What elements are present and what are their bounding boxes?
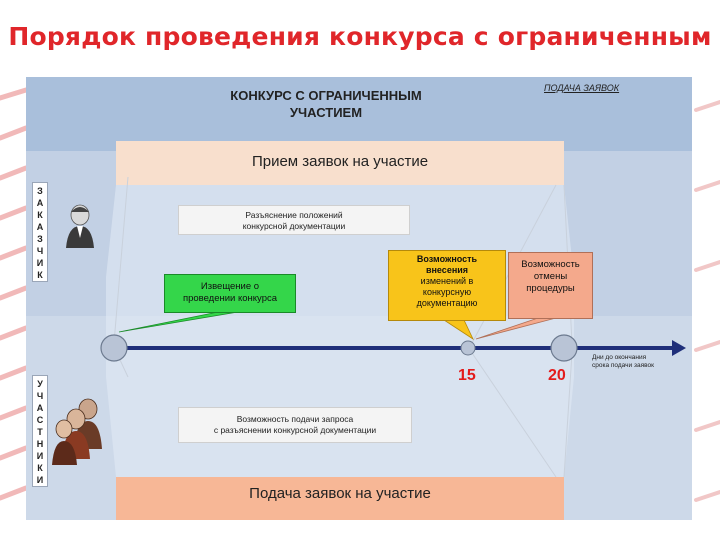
lane-letter: А <box>33 402 47 414</box>
clarification-line-2: конкурсной документации <box>179 221 409 232</box>
timeline-end-line-2: срока подачи заявок <box>592 362 682 370</box>
changes-line-2: внесения <box>389 265 505 276</box>
timeline-node-20 <box>551 335 577 361</box>
cancel-line-2: отмены <box>509 271 592 283</box>
slide-title: Порядок проведения конкурса с ограниченн… <box>0 22 720 51</box>
deadline-marker-20: 20 <box>548 367 566 385</box>
clarification-line-1: Разъяснение положений <box>179 210 409 221</box>
lane-letter: З <box>33 185 47 197</box>
documentation-changes-box: Возможность внесения изменений в конкурс… <box>388 250 506 321</box>
lane-letter: А <box>33 197 47 209</box>
lane-letter: Н <box>33 438 47 450</box>
request-line-2: с разъяснении конкурсной документации <box>179 425 411 436</box>
customer-lane-label: З А К А З Ч И К <box>32 182 48 282</box>
contest-title: КОНКУРС С ОГРАНИЧЕННЫМ УЧАСТИЕМ <box>176 87 476 121</box>
contest-title-line-2: УЧАСТИЕМ <box>176 104 476 121</box>
cancel-procedure-box: Возможность отмены процедуры <box>508 252 593 319</box>
notice-line-2: проведении конкурса <box>165 293 295 305</box>
lane-letter: С <box>33 414 47 426</box>
right-decoration <box>692 80 720 520</box>
application-submission-label: ПОДАЧА ЗАЯВОК <box>544 83 619 93</box>
changes-line-5: документацию <box>389 298 505 309</box>
timeline-end-label: Дни до окончания срока подачи заявок <box>592 354 682 370</box>
request-line-1: Возможность подачи запроса <box>179 414 411 425</box>
changes-line-1: Возможность <box>389 254 505 265</box>
contest-title-line-1: КОНКУРС С ОГРАНИЧЕННЫМ <box>176 87 476 104</box>
lane-letter: У <box>33 378 47 390</box>
timeline-node-15 <box>461 341 475 355</box>
changes-line-4: конкурсную <box>389 287 505 298</box>
lane-letter: И <box>33 474 47 486</box>
lane-letter: К <box>33 462 47 474</box>
submission-phase-label: Подача заявок на участие <box>116 477 564 502</box>
participants-avatar <box>52 399 102 465</box>
lane-letter: Ч <box>33 390 47 402</box>
deadline-marker-15: 15 <box>458 367 476 385</box>
submission-phase-bar: Подача заявок на участие <box>116 477 564 520</box>
cancel-line-1: Возможность <box>509 259 592 271</box>
changes-line-3: изменений в <box>389 276 505 287</box>
lane-letter: К <box>33 209 47 221</box>
lane-letter: И <box>33 450 47 462</box>
cancel-line-3: процедуры <box>509 283 592 295</box>
clarification-box: Разъяснение положений конкурсной докумен… <box>178 205 410 235</box>
timeline-start-node <box>101 335 127 361</box>
participants-lane-label: У Ч А С Т Н И К И <box>32 375 48 487</box>
lane-letter: И <box>33 257 47 269</box>
lane-letter: Т <box>33 426 47 438</box>
contest-notice-box: Извещение о проведении конкурса <box>164 274 296 313</box>
lane-letter: З <box>33 233 47 245</box>
notice-line-1: Извещение о <box>165 281 295 293</box>
procedure-diagram: Прием заявок на участие <box>26 77 692 520</box>
clarification-request-box: Возможность подачи запроса с разъяснении… <box>178 407 412 443</box>
customer-avatar <box>66 205 94 248</box>
lane-letter: Ч <box>33 245 47 257</box>
lane-letter: А <box>33 221 47 233</box>
lane-letter: К <box>33 269 47 281</box>
timeline-end-line-1: Дни до окончания <box>592 354 682 362</box>
